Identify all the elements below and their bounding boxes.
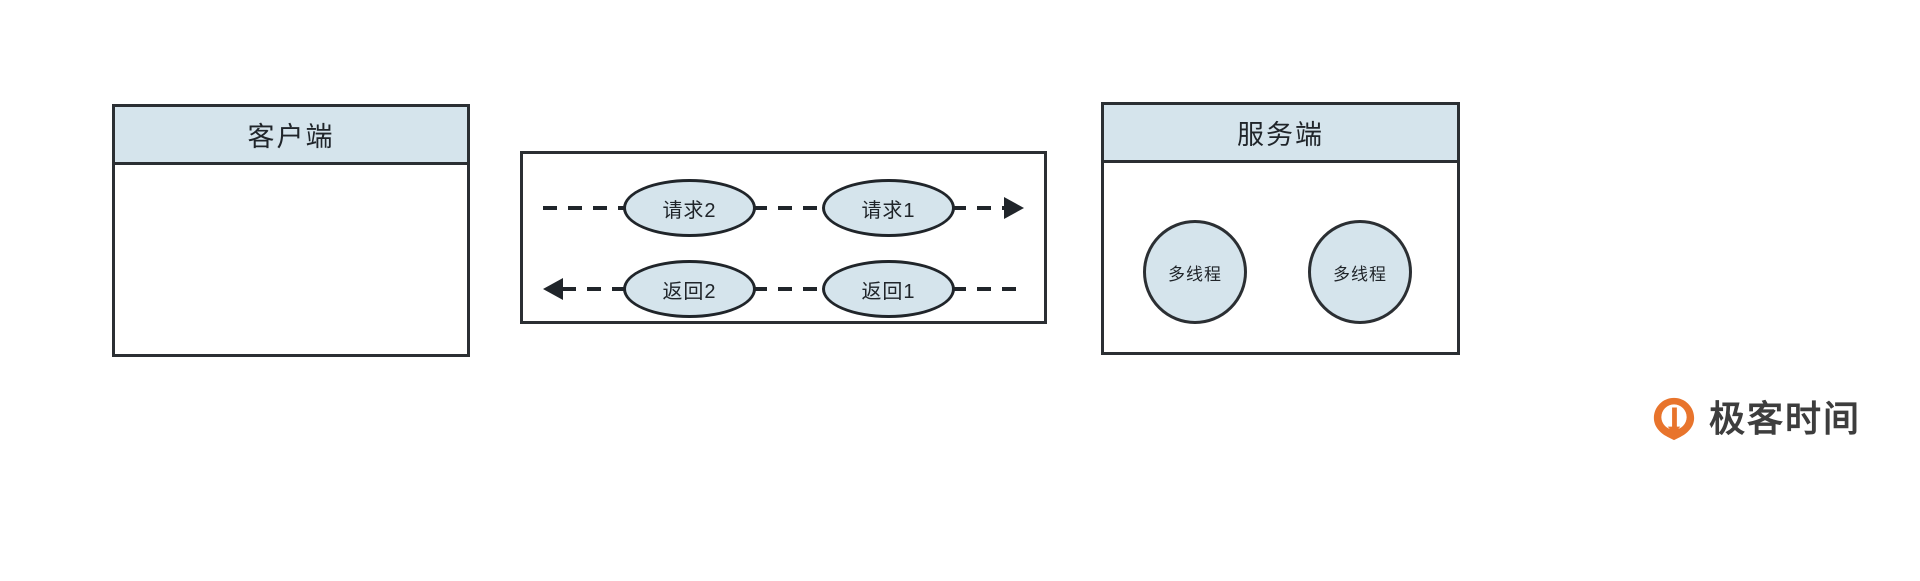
arrow-right-icon [1004, 197, 1024, 219]
request-node-1[interactable]: 请求1 [822, 179, 955, 237]
request-flow-row: 请求2 请求1 [523, 179, 1044, 237]
response-dash-right [952, 287, 1020, 291]
response-dash-middle [753, 287, 830, 291]
server-panel-title: 服务端 [1104, 105, 1457, 163]
response-node-1[interactable]: 返回1 [822, 260, 955, 318]
brand-name: 极客时间 [1709, 398, 1862, 439]
server-panel: 服务端 多线程 多线程 [1101, 102, 1460, 355]
client-panel-title: 客户端 [115, 107, 467, 165]
geektime-pin-icon [1653, 397, 1695, 441]
brand-logo: 极客时间 [1651, 396, 1861, 442]
response-dash-left [562, 287, 626, 291]
channel-panel: 请求2 请求1 返回2 返回1 [520, 151, 1047, 324]
thread-circle-1[interactable]: 多线程 [1143, 220, 1247, 324]
thread-circle-2[interactable]: 多线程 [1308, 220, 1412, 324]
request-dash-middle [753, 206, 830, 210]
response-node-2[interactable]: 返回2 [623, 260, 756, 318]
request-node-2[interactable]: 请求2 [623, 179, 756, 237]
request-dash-right [952, 206, 1005, 210]
client-panel: 客户端 [112, 104, 470, 357]
server-panel-body: 多线程 多线程 [1104, 163, 1457, 355]
arrow-left-icon [543, 278, 563, 300]
response-flow-row: 返回2 返回1 [523, 260, 1044, 318]
client-panel-body [115, 165, 467, 357]
request-dash-left [543, 206, 626, 210]
